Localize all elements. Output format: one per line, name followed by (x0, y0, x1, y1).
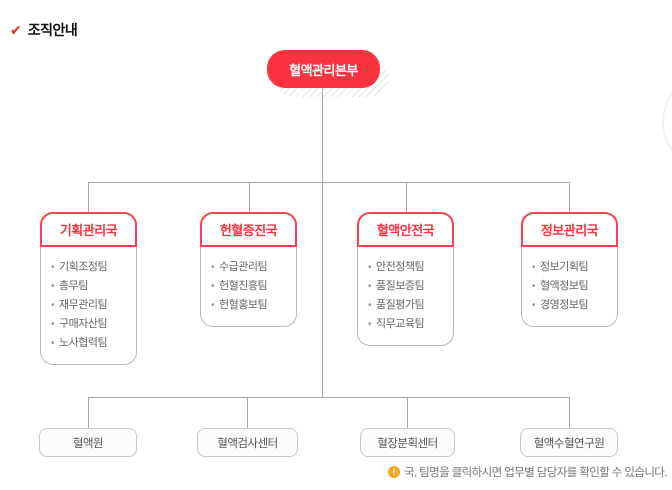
connector-drop (569, 397, 570, 428)
info-exclamation-icon: ! (388, 466, 400, 478)
affiliate-plasma-fractionation-center[interactable]: 혈장분획센터 (360, 428, 455, 457)
department-card-planning: 기획관리국 • 기획조정팀 • 총무팀 • 재무관리팀 • 구매자산팀 • 노사협력팀 (40, 212, 137, 365)
team-label: 노사협력팀 (59, 337, 108, 349)
bullet-icon: • (532, 300, 536, 311)
click-hint-note: ! 국, 팀명을 클릭하시면 업무별 담당자를 확인할 수 있습니다. (388, 464, 667, 480)
department-title-button[interactable]: 기획관리국 (40, 212, 137, 247)
bullet-icon: • (368, 319, 372, 330)
department-card-blood-donation: 헌혈증진국 • 수급관리팀 • 헌혈진흥팀 • 헌혈홍보팀 (200, 212, 297, 327)
team-label: 구매자산팀 (59, 318, 108, 330)
bullet-icon: • (368, 262, 372, 273)
team-label: 직무교육팀 (376, 318, 425, 330)
connector-drop (88, 397, 89, 428)
connector-drop (88, 182, 89, 213)
page-title: ✔ 조직안내 (10, 20, 78, 40)
bullet-icon: • (211, 262, 215, 273)
team-item[interactable]: • 헌혈진흥팀 (211, 277, 290, 296)
connector-drop (249, 182, 250, 213)
department-title-button[interactable]: 정보관리국 (521, 212, 618, 247)
connector-drop (407, 397, 408, 428)
note-text: 국, 팀명을 클릭하시면 업무별 담당자를 확인할 수 있습니다. (404, 467, 667, 479)
department-card-blood-safety: 혈액안전국 • 안전정책팀 • 품질보증팀 • 품질평가팀 • 직무교육팀 (357, 212, 454, 346)
team-label: 품질보증팀 (376, 280, 425, 292)
affiliate-blood-transfusion-research[interactable]: 혈액수혈연구원 (520, 428, 618, 457)
department-team-list: • 정보기획팀 • 혈액정보팀 • 경영정보팀 (521, 247, 618, 327)
team-item[interactable]: • 총무팀 (51, 277, 130, 296)
connector-drop (406, 182, 407, 213)
department-card-information: 정보관리국 • 정보기획팀 • 혈액정보팀 • 경영정보팀 (521, 212, 618, 327)
bullet-icon: • (51, 281, 55, 292)
team-label: 헌혈진흥팀 (219, 280, 268, 292)
team-item[interactable]: • 재무관리팀 (51, 296, 130, 315)
bullet-icon: • (211, 281, 215, 292)
connector-trunk (322, 88, 323, 397)
team-item[interactable]: • 안전정책팀 (368, 258, 447, 277)
root-node-headquarters[interactable]: 혈액관리본부 (267, 50, 380, 88)
team-item[interactable]: • 노사협력팀 (51, 334, 130, 353)
team-label: 재무관리팀 (59, 299, 108, 311)
department-team-list: • 수급관리팀 • 헌혈진흥팀 • 헌혈홍보팀 (200, 247, 297, 327)
connector-drop (569, 182, 570, 213)
team-item[interactable]: • 구매자산팀 (51, 315, 130, 334)
team-label: 정보기획팀 (540, 261, 589, 273)
page-title-label: 조직안내 (27, 22, 78, 38)
bullet-icon: • (51, 262, 55, 273)
team-item[interactable]: • 수급관리팀 (211, 258, 290, 277)
bullet-icon: • (211, 300, 215, 311)
bullet-icon: • (51, 319, 55, 330)
department-title-button[interactable]: 혈액안전국 (357, 212, 454, 247)
department-title-button[interactable]: 헌혈증진국 (200, 212, 297, 247)
bullet-icon: • (532, 281, 536, 292)
bullet-icon: • (368, 300, 372, 311)
team-item[interactable]: • 헌혈홍보팀 (211, 296, 290, 315)
team-item[interactable]: • 정보기획팀 (532, 258, 611, 277)
team-item[interactable]: • 경영정보팀 (532, 296, 611, 315)
bullet-icon: • (51, 338, 55, 349)
team-label: 경영정보팀 (540, 299, 589, 311)
connector-top-horizontal (88, 182, 570, 183)
team-label: 기획조정팀 (59, 261, 108, 273)
bullet-icon: • (532, 262, 536, 273)
team-item[interactable]: • 기획조정팀 (51, 258, 130, 277)
team-label: 혈액정보팀 (540, 280, 589, 292)
team-label: 헌혈홍보팀 (219, 299, 268, 311)
team-item[interactable]: • 직무교육팀 (368, 315, 447, 334)
team-item[interactable]: • 품질평가팀 (368, 296, 447, 315)
department-team-list: • 안전정책팀 • 품질보증팀 • 품질평가팀 • 직무교육팀 (357, 247, 454, 346)
team-label: 총무팀 (59, 280, 88, 292)
decorative-circle (662, 72, 672, 172)
affiliate-blood-test-center[interactable]: 혈액검사센터 (197, 428, 298, 457)
connector-drop (247, 397, 248, 428)
team-item[interactable]: • 품질보증팀 (368, 277, 447, 296)
department-team-list: • 기획조정팀 • 총무팀 • 재무관리팀 • 구매자산팀 • 노사협력팀 (40, 247, 137, 365)
team-item[interactable]: • 혈액정보팀 (532, 277, 611, 296)
team-label: 안전정책팀 (376, 261, 425, 273)
bullet-icon: • (368, 281, 372, 292)
bullet-icon: • (51, 300, 55, 311)
team-label: 품질평가팀 (376, 299, 425, 311)
check-icon: ✔ (10, 22, 22, 38)
affiliate-blood-center[interactable]: 혈액원 (39, 428, 137, 457)
team-label: 수급관리팀 (219, 261, 268, 273)
connector-bottom-horizontal (88, 397, 570, 398)
